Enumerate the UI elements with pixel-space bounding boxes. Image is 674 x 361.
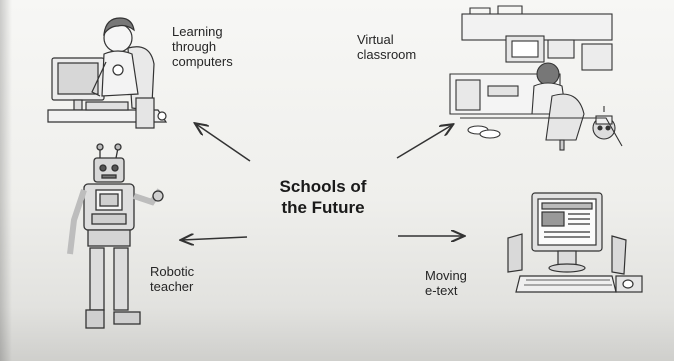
- virtual-classroom-illustration: [449, 5, 623, 151]
- arrow-to-virtual: [396, 125, 452, 159]
- arrow-to-learning: [196, 124, 251, 162]
- center-title: Schools of the Future: [279, 177, 367, 217]
- robot-teacher-illustration: [67, 143, 164, 329]
- node-label-virtual: Virtual classroom: [357, 32, 417, 62]
- boy-at-computer-illustration: [47, 17, 168, 129]
- node-label-moving: Moving e-text: [425, 268, 467, 298]
- page-edge-shadow: [0, 0, 12, 361]
- node-label-robotic: Robotic teacher: [150, 264, 195, 294]
- node-label-learning: Learning through computers: [172, 24, 233, 69]
- arrow-to-robotic: [182, 237, 248, 240]
- e-text-computer-illustration: [507, 192, 643, 293]
